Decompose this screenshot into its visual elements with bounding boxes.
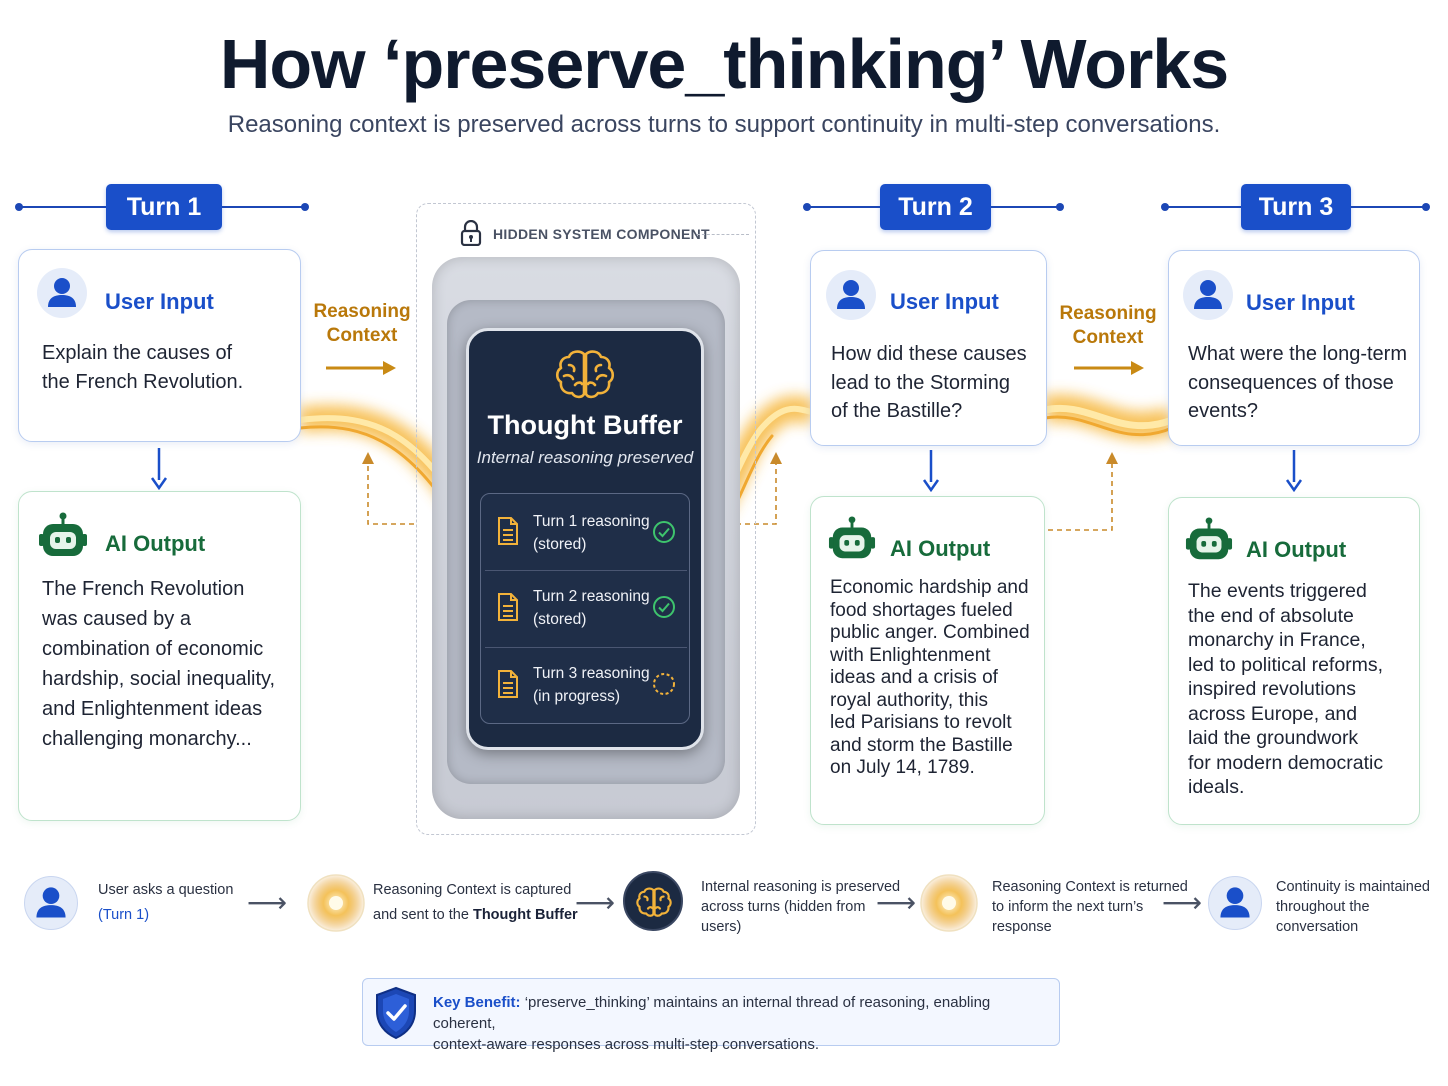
buffer-item-turn1: Turn 1 reasoning(stored) [481,494,691,570]
hidden-component-label: HIDDEN SYSTEM COMPONENT [493,226,710,242]
key-benefit-box [362,978,1060,1046]
turn2-ai-heading: AI Output [890,536,991,561]
robot-icon [828,515,876,568]
flow-arrow-icon: ⟶ [1162,887,1203,918]
turn1-ai-heading: AI Output [105,531,206,556]
turn3-down-arrow [1285,450,1303,492]
turn1-line-dot-right [301,203,309,211]
hidden-component-frame [416,203,756,835]
document-icon [498,593,518,621]
buffer-item-turn2: Turn 2 reasoning(stored) [481,570,691,646]
buffer-item-turn3: Turn 3 reasoning(in progress) [481,647,691,723]
user-avatar-icon [37,268,87,318]
reasoning-burst-icon [307,874,365,932]
turn3-user-heading: User Input [1246,290,1355,315]
page-title: How ‘preserve_thinking’ Works [219,25,1229,103]
flow-arrow-icon: ⟶ [575,887,616,918]
user-avatar-icon [826,270,876,320]
turn3-ai-heading: AI Output [1246,537,1347,562]
shield-check-icon [374,986,418,1045]
document-icon [498,517,518,545]
thought-buffer-title: Thought Buffer [487,410,683,440]
turn3-pill: Turn 3 [1241,184,1351,230]
user-avatar-icon [1183,270,1233,320]
flow-step-2: Reasoning Context is captured and sent t… [373,882,578,923]
key-benefit-text: Key Benefit: ‘preserve_thinking’ maintai… [433,994,991,1053]
robot-icon [38,511,88,566]
hidden-label-dash [697,234,749,235]
lock-icon [460,219,482,251]
flow-brain-icon [623,871,683,931]
flow-arrow-icon: ⟶ [876,887,917,918]
page-subtitle: Reasoning context is preserved across tu… [227,111,1221,138]
document-icon [498,670,518,698]
turn2-down-arrow [922,450,940,492]
turn1-user-heading: User Input [105,289,214,314]
reasoning-burst-icon [920,874,978,932]
buffer-separator [485,570,687,571]
flow-user-icon [24,876,78,930]
check-icon [653,521,675,543]
turn2-pill: Turn 2 [880,184,991,230]
turn1-down-arrow [150,448,168,490]
turn2-user-heading: User Input [890,289,999,314]
pending-icon [653,673,675,695]
turn3-line-dot-right [1422,203,1430,211]
turn1-pill: Turn 1 [106,184,222,230]
buffer-separator [485,647,687,648]
flow-user-icon [1208,876,1262,930]
flow-arrow-icon: ⟶ [247,887,288,918]
check-icon [653,596,675,618]
brain-icon [555,348,615,405]
flow-step-1: User asks a question(Turn 1) [98,882,234,923]
turn2-line-dot-right [1056,203,1064,211]
robot-icon [1185,516,1233,569]
thought-buffer-list: Turn 1 reasoning(stored) Turn 2 reasonin… [480,493,690,724]
thought-buffer-subtitle: Internal reasoning preserved [476,448,694,467]
